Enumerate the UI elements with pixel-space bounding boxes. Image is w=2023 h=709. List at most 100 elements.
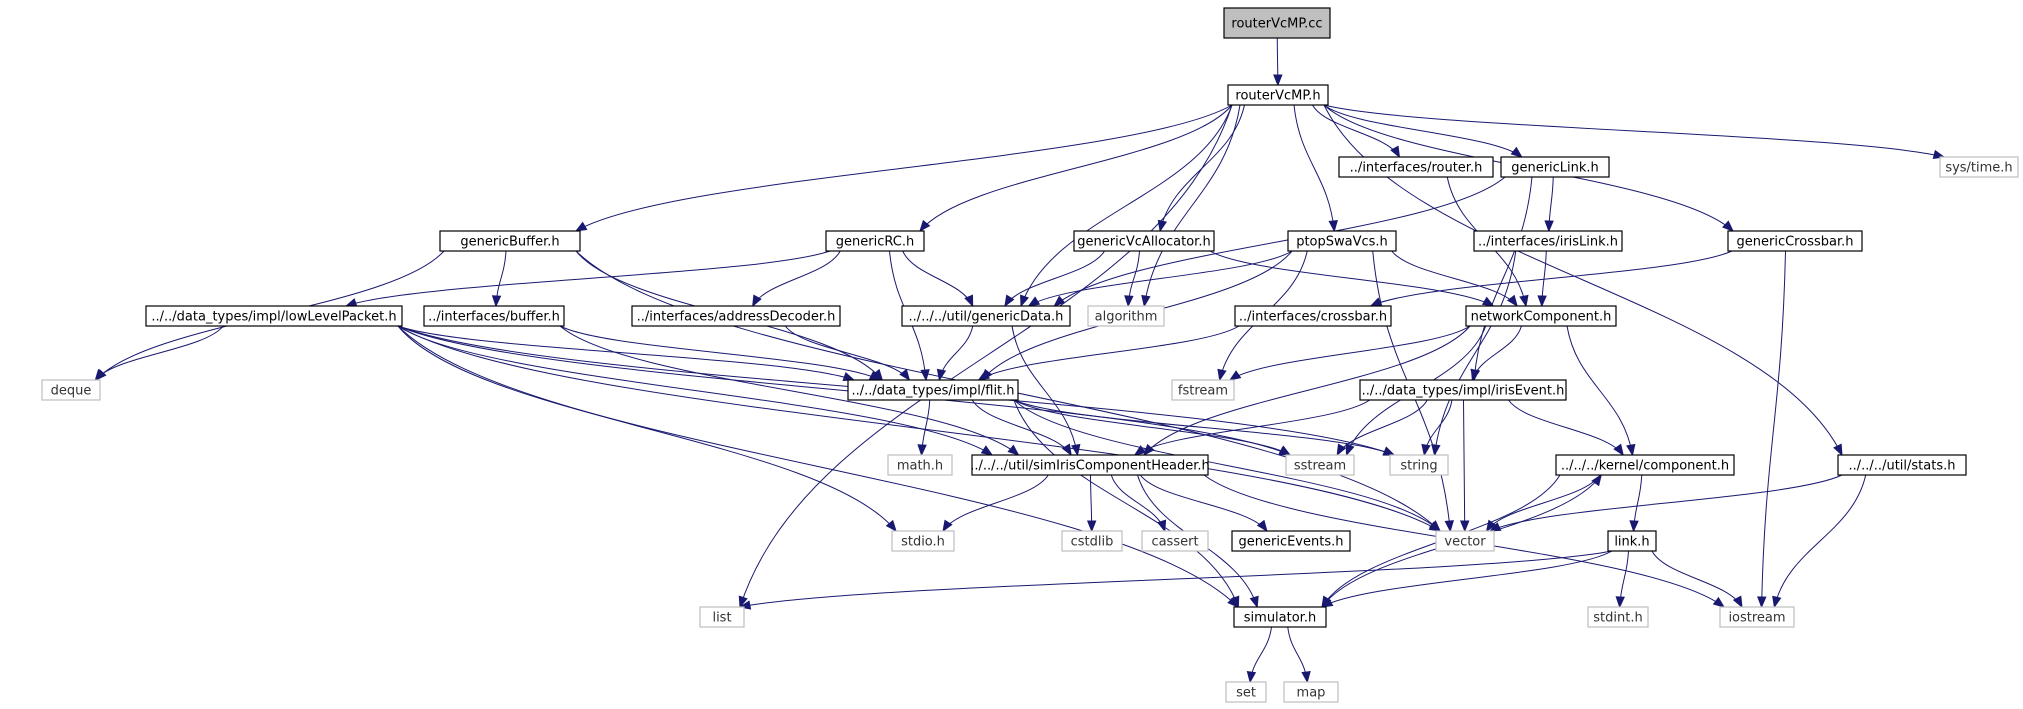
- node-networkcomponent[interactable]: networkComponent.h: [1465, 305, 1617, 327]
- edge-genericcrossbar-to-iostream: [1761, 250, 1786, 608]
- arrowhead-flit-to-math: [917, 444, 927, 457]
- node-interfaces-buffer[interactable]: ../interfaces/buffer.h: [423, 305, 565, 327]
- arrowhead-irisevent-to-kernel_component: [1613, 443, 1624, 457]
- node-stdio[interactable]: stdio.h: [891, 530, 955, 552]
- svg-text:../../data_types/impl/lowLevel: ../../data_types/impl/lowLevelPacket.h: [151, 310, 396, 325]
- node-cstdlib[interactable]: cstdlib: [1061, 530, 1123, 552]
- node-genericbuffer[interactable]: genericBuffer.h: [439, 230, 581, 252]
- svg-text:cassert: cassert: [1151, 535, 1198, 550]
- node-algorithm[interactable]: algorithm: [1087, 305, 1165, 327]
- arrowhead-routervcmp_h-to-genericlink: [1510, 146, 1523, 158]
- arrowhead-flit-to-sstream: [1278, 445, 1292, 456]
- node-deque[interactable]: deque: [41, 379, 101, 401]
- node-stdint[interactable]: stdint.h: [1587, 606, 1649, 628]
- arrowhead-genericrc-to-interfaces_addressdecoder: [752, 294, 762, 308]
- svg-text:string: string: [1400, 459, 1437, 474]
- node-list[interactable]: list: [699, 606, 745, 628]
- edge-interfaces_irislink-to-string: [1433, 250, 1517, 456]
- node-cassert[interactable]: cassert: [1141, 530, 1209, 552]
- edge-lowlevelpacket-to-sstream: [397, 325, 1291, 456]
- edge-routervcmp_h-to-algorithm: [1143, 104, 1241, 307]
- arrowhead-interfaces_crossbar-to-flit: [977, 370, 991, 381]
- node-string[interactable]: string: [1389, 454, 1449, 476]
- node-genericcrossbar[interactable]: genericCrossbar.h: [1727, 230, 1863, 252]
- node-map[interactable]: map: [1283, 681, 1339, 703]
- edge-lowlevelpacket-to-simiriscomponentheader: [397, 325, 993, 456]
- arrowhead-simiriscomponentheader-to-genericevents: [1256, 519, 1268, 533]
- arrowhead-ptopswavcs-to-vector: [1444, 520, 1454, 533]
- edge-interfaces_addressdecoder-to-flit: [784, 325, 910, 381]
- node-kernel-component[interactable]: ../../../kernel/component.h: [1555, 454, 1735, 476]
- arrowhead-routervcmp_h-to-util_stats: [1833, 443, 1843, 457]
- dependency-nodes: routerVcMP.cc routerVcMP.h ../interfaces…: [41, 7, 2019, 703]
- arrowhead-networkcomponent-to-sstream: [1345, 443, 1355, 457]
- node-util-genericdata[interactable]: ../../../util/genericData.h: [901, 305, 1071, 327]
- svg-text:routerVcMP.h: routerVcMP.h: [1235, 89, 1320, 104]
- edge-irisevent-to-vector: [1463, 399, 1466, 532]
- svg-text:sstream: sstream: [1294, 459, 1346, 474]
- node-util-stats[interactable]: ../../../util/stats.h: [1837, 454, 1967, 476]
- node-link[interactable]: link.h: [1607, 530, 1657, 552]
- node-simulator[interactable]: simulator.h: [1233, 606, 1327, 628]
- svg-text:vector: vector: [1444, 535, 1486, 550]
- node-systime[interactable]: sys/time.h: [1939, 156, 2019, 178]
- edge-simiriscomponentheader-to-genericevents: [1139, 474, 1268, 532]
- node-sstream[interactable]: sstream: [1285, 454, 1355, 476]
- arrowhead-routervcmp_h-to-genericbuffer: [574, 221, 588, 232]
- edge-lowlevelpacket-to-simulator: [397, 325, 1239, 608]
- node-set[interactable]: set: [1225, 681, 1267, 703]
- node-interfaces-irislink[interactable]: ../interfaces/irisLink.h: [1473, 230, 1623, 252]
- edge-genericrc-to-interfaces_addressdecoder: [752, 250, 841, 307]
- edge-routervcmp_h-to-ptopswavcs: [1293, 104, 1335, 232]
- arrowhead-link-to-iostream: [1732, 595, 1743, 609]
- node-flit[interactable]: ../../data_types/impl/flit.h: [847, 379, 1019, 401]
- node-vector[interactable]: vector: [1435, 530, 1495, 552]
- svg-text:genericCrossbar.h: genericCrossbar.h: [1737, 235, 1854, 250]
- edge-simiriscomponentheader-to-stdio: [942, 474, 1049, 532]
- arrowhead-interfaces_router-to-networkcomponent: [1519, 294, 1529, 308]
- edge-flit-to-vector: [1013, 399, 1441, 532]
- node-interfaces-router[interactable]: ../interfaces/router.h: [1338, 156, 1494, 178]
- node-fstream[interactable]: fstream: [1171, 379, 1235, 401]
- arrowhead-routervcmp_h-to-interfaces_router: [1390, 145, 1401, 159]
- svg-text:stdio.h: stdio.h: [901, 535, 945, 550]
- arrowhead-networkcomponent-to-fstream: [1228, 370, 1242, 381]
- arrowhead-simulator-to-kernel_component: [1591, 473, 1602, 487]
- node-ptopswavcs[interactable]: ptopSwaVcs.h: [1287, 230, 1397, 252]
- svg-text:../../../util/genericData.h: ../../../util/genericData.h: [909, 310, 1064, 325]
- edge-routervcmp_h-to-genericbuffer: [575, 104, 1233, 232]
- arrowhead-irisevent-to-simiriscomponentheader: [1133, 445, 1147, 456]
- edge-kernel_component-to-vector: [1486, 474, 1601, 532]
- arrowhead-networkcomponent-to-kernel_component: [1626, 443, 1636, 457]
- svg-text:networkComponent.h: networkComponent.h: [1471, 310, 1612, 325]
- node-iostream[interactable]: iostream: [1719, 606, 1795, 628]
- arrowhead-util_genericdata-to-simiriscomponentheader: [1071, 443, 1081, 457]
- node-genericlink[interactable]: genericLink.h: [1500, 156, 1610, 178]
- arrowhead-irisevent-to-vector: [1459, 520, 1470, 533]
- node-simiriscomponentheader[interactable]: ../../../util/simIrisComponentHeader.h: [970, 454, 1210, 476]
- arrowhead-simiriscomponentheader-to-iostream: [1712, 596, 1726, 608]
- arrowhead-genericlink-to-util_genericdata: [1053, 295, 1066, 307]
- arrowhead-simulator-to-set: [1246, 670, 1257, 684]
- svg-text:deque: deque: [51, 384, 92, 399]
- arrowhead-routervcmp_h-to-list: [738, 595, 748, 609]
- edge-ptopswavcs-to-networkcomponent: [1391, 250, 1518, 307]
- node-routervcmp-cc[interactable]: routerVcMP.cc: [1223, 7, 1331, 39]
- arrowhead-simiriscomponentheader-to-cassert: [1157, 519, 1167, 533]
- arrowhead-simiriscomponentheader-to-stdio: [942, 519, 953, 533]
- node-math[interactable]: math.h: [887, 454, 953, 476]
- node-genericevents[interactable]: genericEvents.h: [1231, 530, 1351, 552]
- node-interfaces-crossbar[interactable]: ../interfaces/crossbar.h: [1234, 305, 1392, 327]
- svg-text:stdint.h: stdint.h: [1593, 611, 1642, 626]
- arrowhead-simulator-to-map: [1301, 671, 1311, 684]
- node-genericrc[interactable]: genericRC.h: [825, 230, 925, 252]
- node-routervcmp-h[interactable]: routerVcMP.h: [1227, 84, 1329, 106]
- node-irisevent[interactable]: ../../data_types/impl/irisEvent.h: [1359, 379, 1567, 401]
- node-lowlevelpacket[interactable]: ../../data_types/impl/lowLevelPacket.h: [145, 305, 403, 327]
- arrowhead-routervcmp_h-to-algorithm: [1141, 294, 1151, 308]
- node-interfaces-addressdecoder[interactable]: ../interfaces/addressDecoder.h: [631, 305, 841, 327]
- svg-text:ptopSwaVcs.h: ptopSwaVcs.h: [1296, 235, 1388, 250]
- arrowhead-ptopswavcs-to-util_genericdata: [1027, 296, 1041, 307]
- node-genericvcallocator[interactable]: genericVcAllocator.h: [1073, 230, 1215, 252]
